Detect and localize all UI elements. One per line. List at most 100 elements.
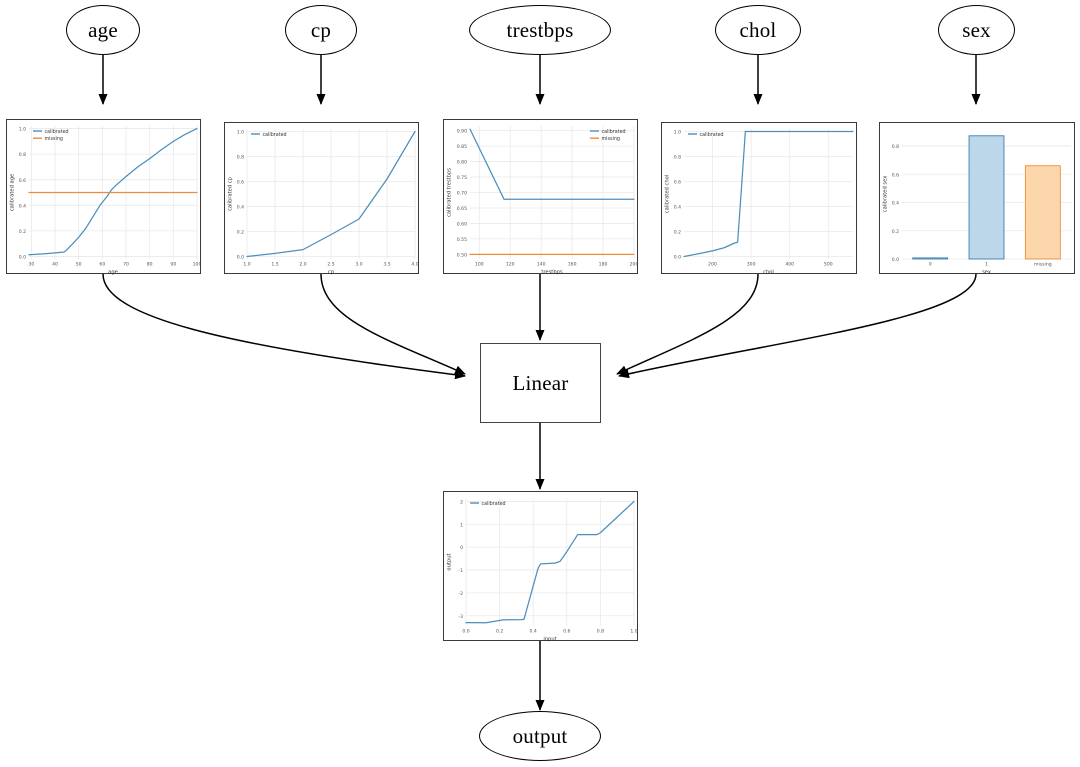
svg-text:0.6: 0.6 [892, 172, 899, 178]
svg-text:0.6: 0.6 [674, 180, 681, 186]
input-node-sex-label: sex [962, 17, 991, 42]
svg-text:0.2: 0.2 [19, 229, 26, 235]
svg-text:100: 100 [475, 262, 484, 268]
svg-text:0.75: 0.75 [457, 175, 467, 181]
svg-text:100: 100 [193, 262, 202, 268]
svg-text:0.50: 0.50 [457, 252, 467, 258]
svg-text:0.65: 0.65 [457, 206, 467, 212]
linear-node[interactable]: Linear [480, 343, 601, 423]
svg-text:missing: missing [602, 136, 620, 142]
svg-text:calibrated: calibrated [45, 129, 69, 135]
svg-text:0.8: 0.8 [892, 144, 899, 150]
svg-text:3.0: 3.0 [355, 262, 362, 268]
svg-text:0.4: 0.4 [892, 201, 899, 207]
svg-text:40: 40 [52, 262, 58, 268]
svg-text:0.6: 0.6 [19, 178, 26, 184]
svg-text:calibrated: calibrated [700, 132, 724, 138]
svg-text:90: 90 [170, 262, 176, 268]
input-node-cp[interactable]: cp [285, 5, 357, 55]
svg-text:0.6: 0.6 [563, 629, 570, 635]
svg-text:0.55: 0.55 [457, 237, 467, 243]
svg-text:input: input [543, 637, 556, 643]
svg-text:140: 140 [537, 262, 546, 268]
svg-text:calibrated chol: calibrated chol [665, 175, 671, 213]
svg-text:0.8: 0.8 [674, 155, 681, 161]
svg-text:2.0: 2.0 [299, 262, 306, 268]
svg-text:calibrated: calibrated [482, 501, 506, 507]
svg-text:output: output [447, 553, 453, 570]
svg-text:60: 60 [99, 262, 105, 268]
input-node-cp-label: cp [310, 17, 332, 42]
svg-text:calibrated trestbps: calibrated trestbps [447, 168, 453, 217]
svg-text:0.2: 0.2 [892, 229, 899, 235]
svg-text:0.2: 0.2 [237, 230, 244, 236]
output-node[interactable]: output [479, 711, 601, 761]
svg-text:1.0: 1.0 [237, 130, 244, 136]
svg-text:0: 0 [929, 262, 932, 268]
svg-text:0.0: 0.0 [892, 257, 899, 263]
svg-text:-1: -1 [458, 568, 463, 574]
svg-text:300: 300 [747, 262, 756, 268]
svg-text:200: 200 [708, 262, 717, 268]
svg-text:1.0: 1.0 [19, 127, 26, 133]
svg-text:0.2: 0.2 [674, 230, 681, 236]
svg-text:180: 180 [599, 262, 608, 268]
svg-text:0.6: 0.6 [237, 180, 244, 186]
svg-text:calibrated: calibrated [263, 132, 287, 138]
svg-text:0.0: 0.0 [674, 255, 681, 261]
svg-text:calibrated age: calibrated age [10, 174, 16, 211]
svg-text:age: age [108, 270, 118, 276]
svg-text:0: 0 [460, 545, 463, 551]
svg-text:0.85: 0.85 [457, 144, 467, 150]
svg-text:160: 160 [568, 262, 577, 268]
input-node-sex[interactable]: sex [938, 5, 1015, 55]
svg-text:30: 30 [28, 262, 34, 268]
svg-text:calibrated cp: calibrated cp [228, 176, 234, 211]
svg-text:80: 80 [147, 262, 153, 268]
linear-node-label: Linear [512, 370, 569, 395]
svg-text:0.60: 0.60 [457, 222, 467, 228]
input-node-chol[interactable]: chol [715, 5, 801, 55]
input-node-trestbps-label: trestbps [506, 17, 574, 42]
svg-text:0.2: 0.2 [496, 629, 503, 635]
svg-text:missing: missing [45, 136, 63, 142]
input-node-chol-label: chol [739, 17, 777, 42]
svg-text:calibrated sex: calibrated sex [883, 176, 889, 213]
svg-text:cp: cp [328, 270, 335, 276]
input-node-age-label: age [88, 17, 118, 42]
svg-text:1: 1 [460, 522, 463, 528]
svg-text:sex: sex [982, 270, 991, 276]
svg-text:50: 50 [76, 262, 82, 268]
svg-text:trestbps: trestbps [541, 270, 563, 276]
svg-text:0.70: 0.70 [457, 191, 467, 197]
output-node-label: output [512, 723, 568, 748]
svg-text:0.4: 0.4 [237, 205, 244, 211]
svg-text:0.4: 0.4 [674, 205, 681, 211]
svg-text:-2: -2 [458, 591, 463, 597]
svg-text:0.4: 0.4 [19, 203, 26, 209]
svg-text:0.0: 0.0 [237, 255, 244, 261]
input-node-age[interactable]: age [66, 5, 140, 55]
svg-text:0.0: 0.0 [19, 255, 26, 261]
svg-text:chol: chol [763, 270, 774, 276]
svg-text:calibrated: calibrated [602, 129, 626, 135]
svg-text:1: 1 [985, 262, 988, 268]
svg-text:200: 200 [630, 262, 639, 268]
svg-text:1.0: 1.0 [674, 130, 681, 136]
svg-text:0.0: 0.0 [462, 629, 469, 635]
svg-text:-3: -3 [458, 614, 463, 620]
input-node-trestbps[interactable]: trestbps [469, 5, 611, 55]
